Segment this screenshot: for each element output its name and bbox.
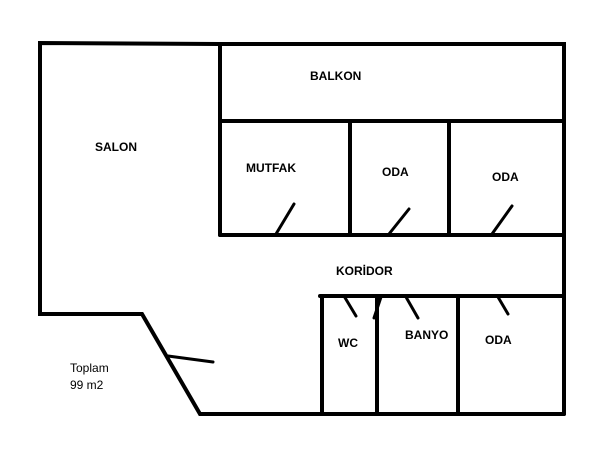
mutfak-door <box>274 202 296 236</box>
oda2-label: ODA <box>492 170 519 184</box>
oda3-door <box>496 295 510 316</box>
balkon-label: BALKON <box>310 69 361 83</box>
outer-wall-top-left <box>38 40 566 416</box>
total-label: Toplam <box>70 361 109 375</box>
wc-door <box>342 294 358 318</box>
total-area: 99 m2 <box>70 378 104 392</box>
oda3-label: ODA <box>485 333 512 347</box>
koridor-label: KORİDOR <box>336 263 393 278</box>
oda1-door <box>387 207 411 236</box>
mutfak-label: MUTFAK <box>246 161 296 175</box>
banyo-door-right <box>404 295 420 320</box>
oda1-label: ODA <box>382 165 409 179</box>
oda2-door <box>490 204 514 236</box>
banyo-door-left <box>372 295 383 320</box>
salon-door <box>166 354 215 364</box>
banyo-label: BANYO <box>405 328 448 342</box>
wc-label: WC <box>338 336 358 350</box>
salon-label: SALON <box>95 140 137 154</box>
balkon-outline <box>218 42 566 123</box>
